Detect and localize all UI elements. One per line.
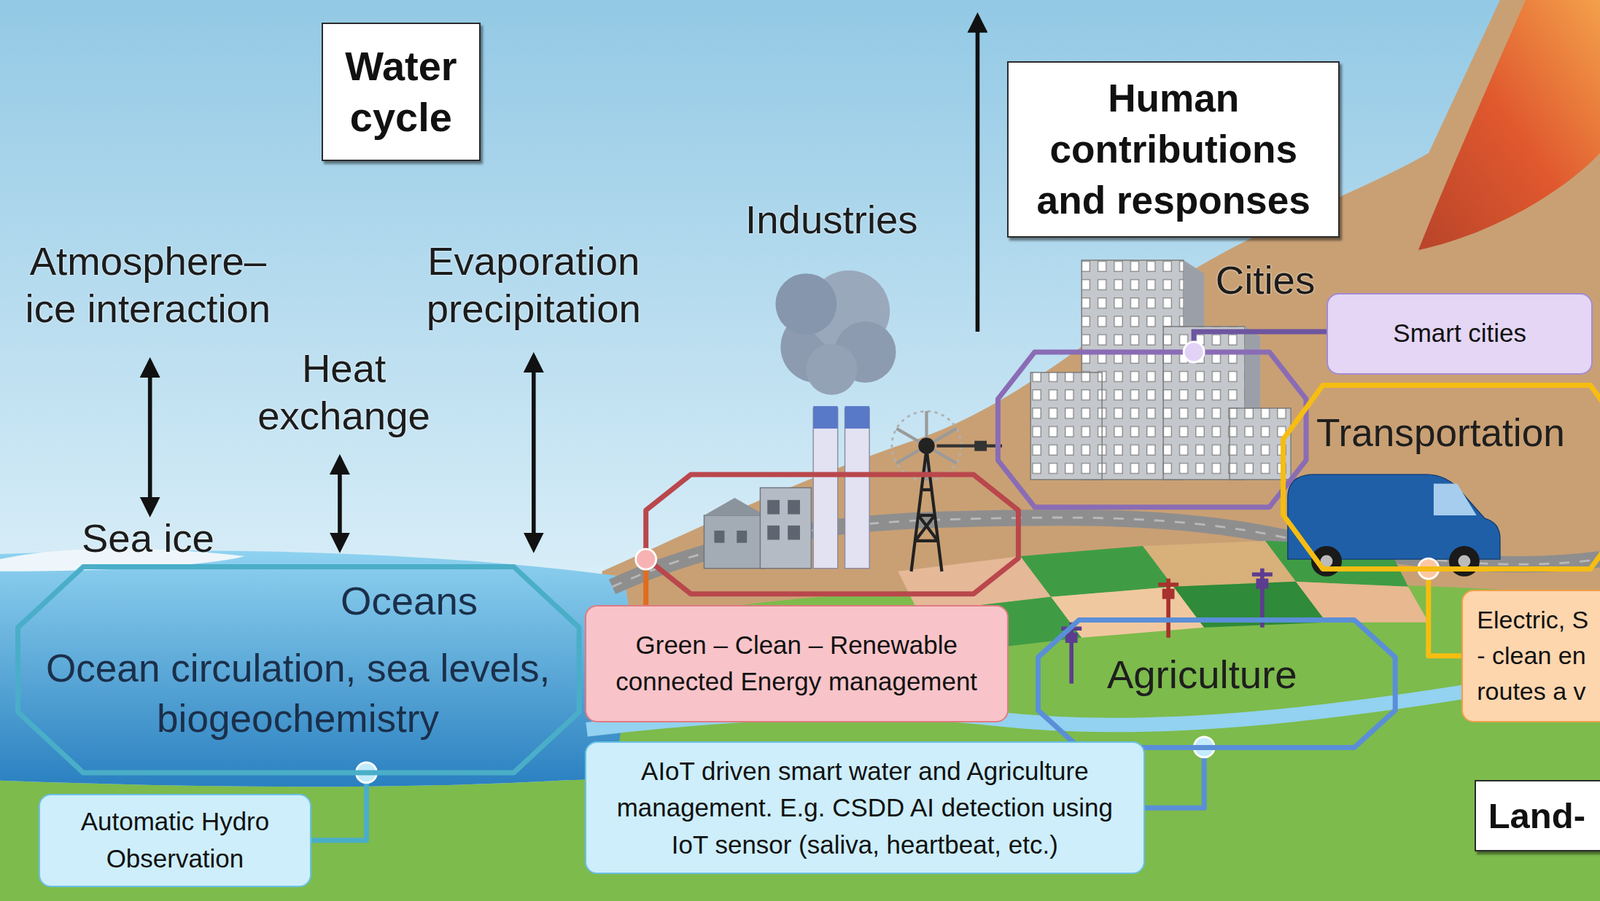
title-box: Water cycle bbox=[321, 22, 481, 162]
illustration-label: Atmosphere– ice interaction bbox=[5, 238, 291, 333]
double-arrow bbox=[337, 457, 343, 550]
chimney bbox=[813, 408, 838, 569]
box-text: Human contributions and responses bbox=[1025, 72, 1322, 227]
sensor-box bbox=[1255, 579, 1269, 590]
double-arrow bbox=[148, 361, 153, 515]
text-holder: Oceans bbox=[307, 578, 512, 625]
box-text: Automatic Hydro Observation bbox=[58, 803, 292, 878]
callout-box: Electric, S - clean en routes a v bbox=[1461, 589, 1600, 723]
region-label: Transportation bbox=[1316, 409, 1600, 457]
text-holder: Agriculture bbox=[1048, 651, 1355, 699]
chimney-top bbox=[845, 406, 871, 429]
factory-window bbox=[736, 530, 747, 544]
box-text: AIoT driven smart water and Agriculture … bbox=[607, 753, 1124, 864]
callout-box: Green – Clean – Renewable connected Ener… bbox=[584, 605, 1009, 723]
up-arrow bbox=[975, 16, 981, 332]
volcano bbox=[1418, 0, 1600, 251]
illustration-label: Heat exchange bbox=[242, 345, 447, 440]
octagon-outline bbox=[1280, 382, 1600, 572]
callout-box: Automatic Hydro Observation bbox=[38, 794, 312, 888]
field bbox=[1295, 581, 1429, 623]
smoke bbox=[805, 344, 857, 396]
industries-octagon bbox=[646, 474, 1019, 595]
wheel-hub bbox=[1458, 554, 1471, 568]
double-arrow bbox=[531, 356, 537, 550]
leader-line bbox=[1193, 331, 1327, 353]
box-text: Water cycle bbox=[335, 40, 466, 143]
octagon-line bbox=[1283, 385, 1600, 569]
factory-window bbox=[767, 525, 780, 541]
label-holder: Industries bbox=[708, 196, 954, 244]
factory-hall bbox=[703, 515, 765, 569]
factory bbox=[703, 270, 896, 569]
illustration-label: Cities bbox=[1193, 257, 1337, 305]
label-holder: Sea ice bbox=[45, 515, 251, 563]
smoke bbox=[775, 273, 837, 335]
sensor-box bbox=[1162, 589, 1175, 600]
wire-joint bbox=[974, 441, 987, 452]
illustration-label: Industries bbox=[708, 196, 954, 244]
label-holder: Heat exchange bbox=[242, 345, 447, 440]
callout-box: Smart cities bbox=[1326, 293, 1593, 375]
text-holder: Ocean circulation, sea levels, biogeoche… bbox=[32, 643, 564, 746]
callout-box: AIoT driven smart water and Agriculture … bbox=[584, 741, 1145, 875]
box-text: Smart cities bbox=[1342, 315, 1578, 352]
label-holder: Cities bbox=[1193, 257, 1337, 305]
factory-roof bbox=[703, 498, 765, 516]
region-octagon: Agriculture bbox=[1035, 617, 1398, 751]
chimney-top bbox=[813, 406, 838, 429]
title-box: Human contributions and responses bbox=[1007, 61, 1340, 238]
box-text: Electric, S - clean en routes a v bbox=[1476, 602, 1597, 710]
leader-line bbox=[1144, 747, 1205, 809]
factory-block bbox=[759, 487, 811, 569]
green-shore bbox=[0, 778, 613, 901]
sensor-pole bbox=[1158, 579, 1179, 639]
leader-dot bbox=[1183, 342, 1205, 363]
sensor-box bbox=[1065, 632, 1078, 644]
octagon-line bbox=[1038, 619, 1396, 748]
wind-turbine bbox=[891, 411, 1003, 572]
factory-window bbox=[787, 525, 800, 541]
van-window bbox=[1433, 483, 1477, 515]
ocean bbox=[0, 550, 631, 787]
leader-line bbox=[1428, 568, 1462, 657]
text-holder: Transportation bbox=[1316, 409, 1600, 457]
factory-window bbox=[787, 500, 800, 515]
leader-connector bbox=[1418, 558, 1462, 657]
region-label: Ocean circulation, sea levels, biogeoche… bbox=[32, 643, 564, 746]
region-label: Agriculture bbox=[1048, 651, 1355, 699]
leader-line bbox=[311, 773, 367, 841]
title-box: Land- bbox=[1474, 780, 1600, 852]
factory-window bbox=[713, 530, 725, 544]
box-text: Land- bbox=[1488, 792, 1591, 840]
factory-window bbox=[767, 500, 780, 515]
building bbox=[1030, 372, 1102, 480]
label-holder: Atmosphere– ice interaction bbox=[5, 238, 291, 333]
cities-octagon bbox=[997, 352, 1307, 508]
power-wire bbox=[936, 444, 1003, 448]
wheel bbox=[1449, 546, 1480, 577]
region-octagon: Transportation bbox=[1280, 382, 1600, 572]
octagon-line bbox=[17, 566, 580, 774]
box-text: Green – Clean – Renewable connected Ener… bbox=[602, 627, 991, 701]
region-octagon: OceansOcean circulation, sea levels, bio… bbox=[15, 564, 582, 776]
illustration-label: Evaporation precipitation bbox=[401, 238, 667, 333]
green-land bbox=[576, 582, 1600, 901]
label-holder: Evaporation precipitation bbox=[401, 238, 667, 333]
region-label: Oceans bbox=[307, 578, 512, 625]
exchange-arrows bbox=[150, 16, 978, 550]
leader-dot bbox=[635, 549, 657, 570]
chimney bbox=[845, 408, 871, 569]
illustration-label: Sea ice bbox=[45, 515, 251, 563]
hub bbox=[918, 438, 935, 455]
tower bbox=[911, 449, 943, 572]
